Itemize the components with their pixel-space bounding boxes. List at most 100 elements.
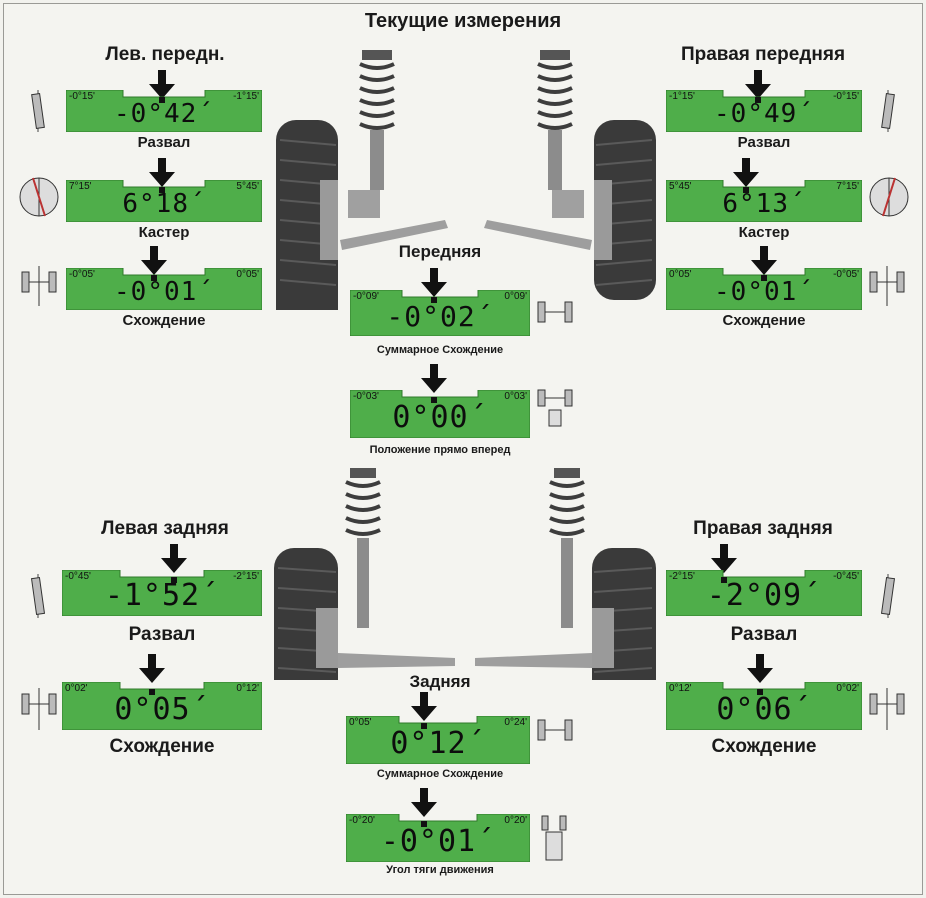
measured-value: -2°09´ xyxy=(706,578,822,613)
camber-diagram-icon xyxy=(880,574,896,618)
range-min: -0°20' xyxy=(349,815,375,826)
pointer-arrow-icon xyxy=(149,70,175,99)
range-max: -2°15' xyxy=(233,571,259,582)
range-max: 0°24' xyxy=(504,717,527,728)
fr-camber-label: Развал xyxy=(737,134,791,151)
measured-value: -0°42´ xyxy=(114,99,214,129)
rr-camber-gauge: -2°15' -0°45' -2°09´ xyxy=(666,570,862,616)
range-min: 0°12' xyxy=(669,683,692,694)
measured-value: -0°49´ xyxy=(714,99,814,129)
total-toe-diagram-icon xyxy=(537,719,573,741)
fr-toe-gauge: 0°05' -0°05' -0°01´ xyxy=(666,268,862,310)
fr-toe-label: Схождение xyxy=(722,312,806,329)
pointer-arrow-icon xyxy=(411,692,437,721)
rl-camber-label: Развал xyxy=(128,624,196,645)
range-max: 0°09' xyxy=(504,291,527,302)
thrust-angle-label: Угол тяги движения xyxy=(386,864,494,876)
rl-camber-gauge: -0°45' -2°15' -1°52´ xyxy=(62,570,262,616)
rl-toe-label: Схождение xyxy=(109,736,215,757)
rear-center-header: Задняя xyxy=(409,672,471,691)
total-toe-diagram-icon xyxy=(537,301,573,323)
fl-caster-label: Кастер xyxy=(138,224,190,241)
range-max: 0°12' xyxy=(236,683,259,694)
rear-total-toe-label: Суммарное Схождение xyxy=(376,768,504,780)
caster-diagram-icon xyxy=(869,177,909,217)
range-max: -0°45' xyxy=(833,571,859,582)
pointer-arrow-icon xyxy=(747,654,773,683)
pointer-arrow-icon xyxy=(745,70,771,99)
pointer-arrow-icon xyxy=(411,788,437,817)
toe-diagram-icon xyxy=(869,688,905,730)
pointer-arrow-icon xyxy=(149,158,175,187)
front-total-toe-gauge: -0°09' 0°09' -0°02´ xyxy=(350,290,530,336)
range-min: 0°05' xyxy=(349,717,372,728)
range-max: 0°05' xyxy=(236,269,259,280)
range-max: -0°05' xyxy=(833,269,859,280)
rl-toe-gauge: 0°02'0°12'0°05´ xyxy=(62,682,262,730)
measured-value: -0°01´ xyxy=(380,824,496,859)
camber-diagram-icon xyxy=(30,574,46,618)
range-min: -1°15' xyxy=(669,91,695,102)
range-max: 7°15' xyxy=(836,181,859,192)
range-max: 0°20' xyxy=(504,815,527,826)
fr-camber-gauge: -1°15' -0°15' -0°49´ xyxy=(666,90,862,132)
camber-diagram-icon xyxy=(881,90,895,132)
pointer-arrow-icon xyxy=(733,158,759,187)
measured-value: -1°52´ xyxy=(104,578,220,613)
range-max: -0°15' xyxy=(833,91,859,102)
camber-diagram-icon xyxy=(31,90,45,132)
measured-value: 0°06´ xyxy=(716,692,812,727)
thrust-angle-diagram-icon xyxy=(541,815,567,861)
measured-value: 0°12´ xyxy=(390,726,486,761)
front-suspension-right-image xyxy=(484,50,656,300)
steering-wheel-diagram-icon xyxy=(537,389,573,427)
fr-caster-label: Кастер xyxy=(738,224,790,241)
rr-toe-gauge: 0°12' 0°02' 0°06´ xyxy=(666,682,862,730)
pointer-arrow-icon xyxy=(421,364,447,393)
range-min: 0°05' xyxy=(669,269,692,280)
pointer-arrow-icon xyxy=(141,246,167,275)
toe-diagram-icon xyxy=(869,266,905,306)
measured-value: 6°18´ xyxy=(122,189,206,219)
caster-diagram-icon xyxy=(19,177,59,217)
pointer-arrow-icon xyxy=(161,544,187,573)
front-suspension-left-image xyxy=(276,50,448,310)
pointer-arrow-icon xyxy=(751,246,777,275)
front-center-header: Передняя xyxy=(398,242,482,261)
fl-camber-gauge: -0°15' -1°15' -0°42´ xyxy=(66,90,262,132)
pointer-arrow-icon xyxy=(139,654,165,683)
pointer-arrow-icon xyxy=(421,268,447,297)
fl-toe-gauge: -0°05' 0°05' -0°01´ xyxy=(66,268,262,310)
range-min: -0°45' xyxy=(65,571,91,582)
range-max: 0°02' xyxy=(836,683,859,694)
range-min: -0°15' xyxy=(69,91,95,102)
range-max: -1°15' xyxy=(233,91,259,102)
fl-caster-gauge: 7°15' 5°45' 6°18´ xyxy=(66,180,262,222)
rear-left-header: Левая задняя xyxy=(101,518,229,539)
measured-value: -0°02´ xyxy=(386,300,494,333)
page-title: Текущие измерения xyxy=(364,10,562,32)
thrust-angle-gauge: -0°20' 0°20' -0°01´ xyxy=(346,814,530,862)
rear-total-toe-gauge: 0°05' 0°24' 0°12´ xyxy=(346,716,530,764)
rear-right-header: Правая задняя xyxy=(693,518,833,539)
range-min: -0°09' xyxy=(353,291,379,302)
range-min: -0°05' xyxy=(69,269,95,280)
measured-value: 0°00´ xyxy=(392,400,488,435)
range-max: 0°03' xyxy=(504,391,527,402)
fl-camber-label: Развал xyxy=(137,134,191,151)
range-max: 5°45' xyxy=(236,181,259,192)
rr-camber-label: Развал xyxy=(730,624,798,645)
range-min: 7°15' xyxy=(69,181,92,192)
pointer-arrow-icon xyxy=(711,544,737,573)
range-min: 0°02' xyxy=(65,683,88,694)
measured-value: -0°01´ xyxy=(114,277,214,307)
fr-caster-gauge: 5°45'7°15'6°13´ xyxy=(666,180,862,222)
range-min: -2°15' xyxy=(669,571,695,582)
front-total-toe-label: Суммарное Схождение xyxy=(376,344,504,356)
front-left-header: Лев. передн. xyxy=(105,44,225,65)
range-min: 5°45' xyxy=(669,181,692,192)
rear-suspension-left-image xyxy=(274,468,455,680)
measured-value: -0°01´ xyxy=(714,277,814,307)
front-right-header: Правая передняя xyxy=(680,44,846,65)
range-min: -0°03' xyxy=(353,391,379,402)
